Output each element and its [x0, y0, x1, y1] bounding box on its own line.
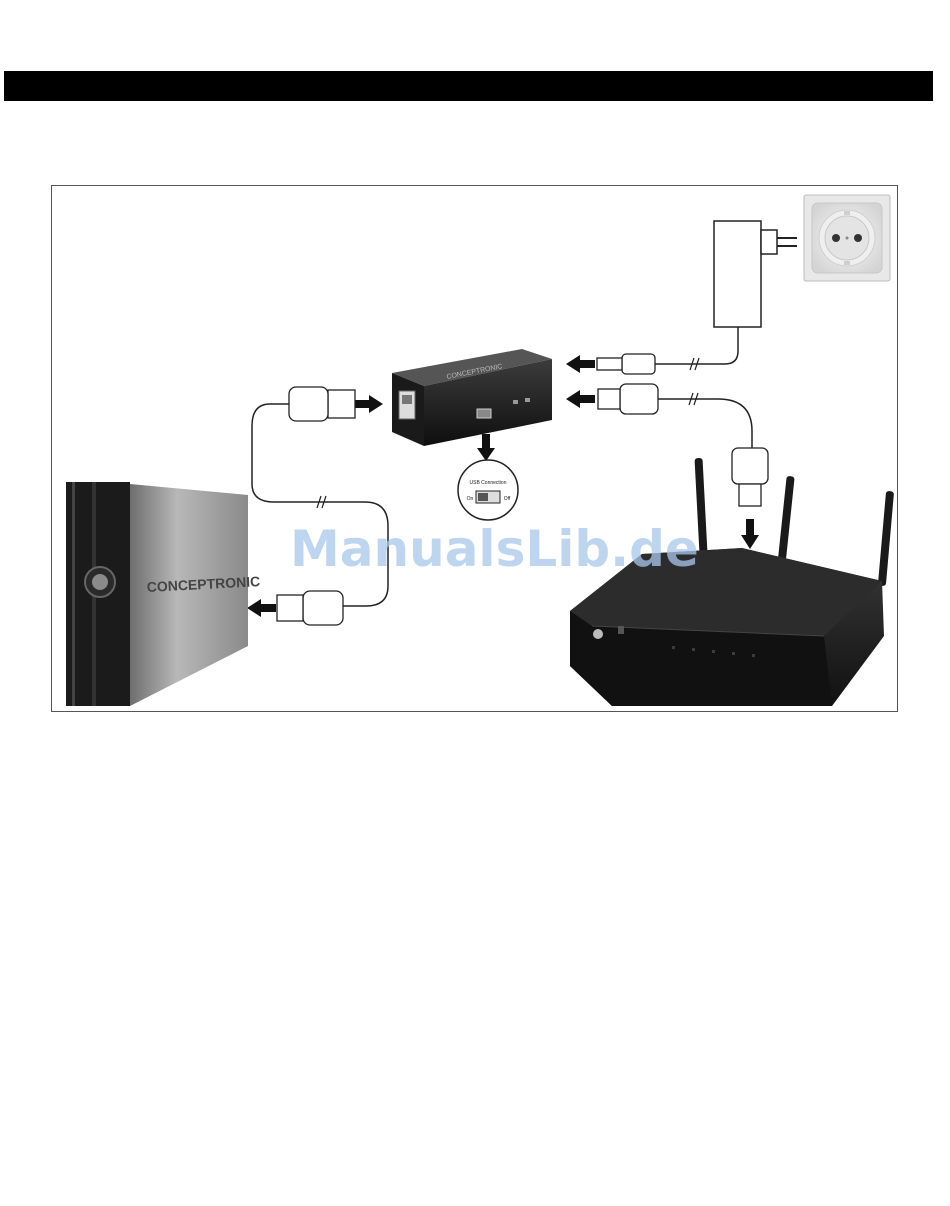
- watermark: ManualsLib.de: [290, 520, 699, 578]
- arrow-icon: [566, 390, 595, 408]
- ethernet-plug-icon: [598, 384, 658, 414]
- nas-adapter: CONCEPTRONIC: [392, 349, 552, 446]
- wall-socket-icon: [804, 195, 890, 281]
- arrow-icon: [566, 355, 595, 373]
- power-adapter-icon: [692, 221, 797, 364]
- arrow-icon: [477, 434, 495, 461]
- usb-plug-icon: [289, 387, 355, 421]
- connection-diagram: CONCEPTRONIC USB Connection On Off: [51, 185, 898, 712]
- external-hard-disk: CONCEPTRONIC: [66, 482, 261, 706]
- switch-on-label: On: [467, 496, 474, 502]
- power-cable: [566, 354, 699, 374]
- arrow-icon: [247, 599, 276, 617]
- usb-cable: [247, 387, 388, 625]
- router: [570, 458, 894, 706]
- switch-off-label: Off: [504, 496, 511, 502]
- ethernet-plug-icon: [732, 448, 768, 506]
- usb-plug-icon: [277, 591, 343, 625]
- dc-plug-icon: [597, 354, 655, 374]
- switch-inset: USB Connection On Off: [458, 460, 518, 520]
- diagram-canvas: CONCEPTRONIC USB Connection On Off: [52, 186, 898, 712]
- arrow-icon: [355, 395, 383, 413]
- arrow-icon: [741, 519, 759, 549]
- header-bar: [4, 71, 933, 101]
- switch-title: USB Connection: [470, 480, 507, 486]
